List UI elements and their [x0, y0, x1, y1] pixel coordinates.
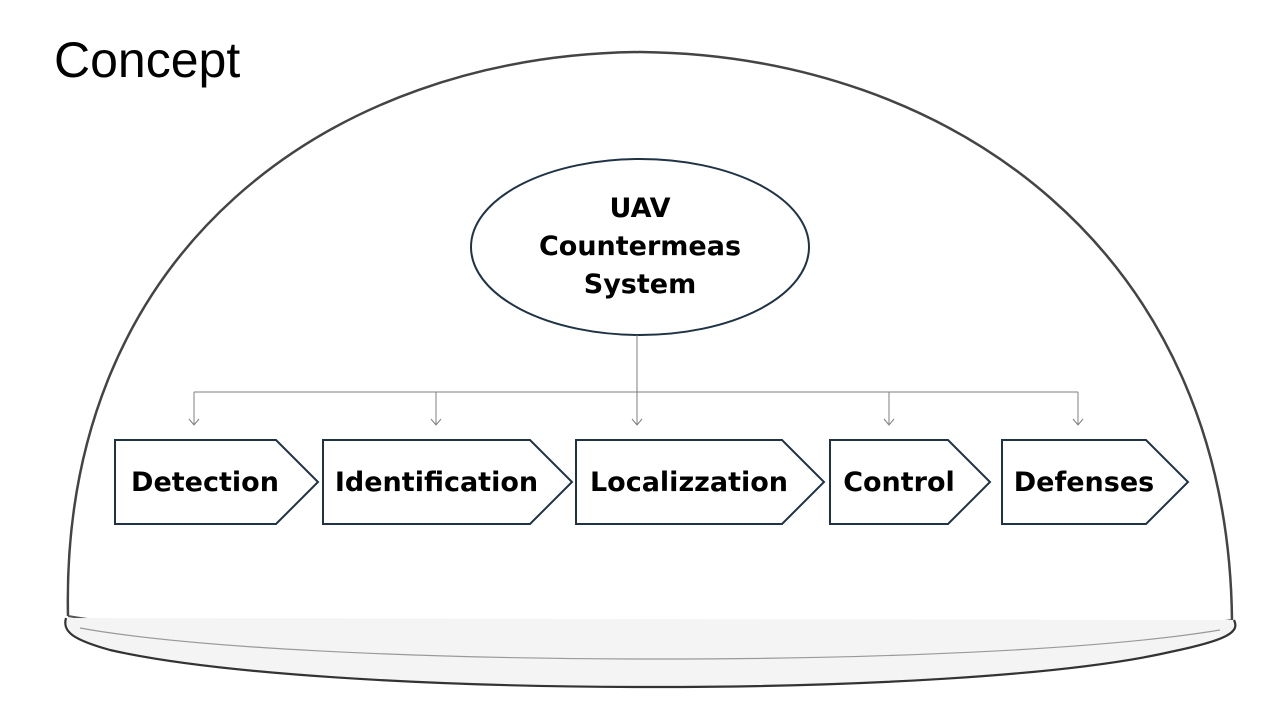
slide-title: Concept — [54, 32, 241, 88]
dome-rim-base — [64, 617, 1237, 689]
step-shape-detection — [114, 439, 320, 525]
step-shape-localizzation — [575, 439, 826, 525]
root-node: UAV Countermeas System — [470, 158, 810, 336]
step-shapes — [114, 439, 1190, 525]
root-node-shape — [470, 158, 810, 336]
hierarchy-connectors — [193, 335, 1079, 425]
root-node-label: UAV Countermeas System — [538, 193, 742, 300]
connector-arrowheads — [188, 418, 1084, 426]
step-shape-control — [829, 439, 992, 525]
step-identification: Identification — [334, 466, 539, 498]
dome-shell — [66, 50, 1234, 621]
step-detection: Detection — [131, 466, 279, 498]
step-control: Control — [843, 466, 955, 498]
step-defenses: Defenses — [1013, 466, 1155, 498]
step-shape-identification — [322, 439, 574, 525]
step-shape-defenses — [1001, 439, 1190, 525]
dome-illustration — [64, 50, 1237, 689]
step-localizzation: Localizzation — [589, 466, 789, 498]
dome-rim-inner — [79, 627, 1221, 660]
